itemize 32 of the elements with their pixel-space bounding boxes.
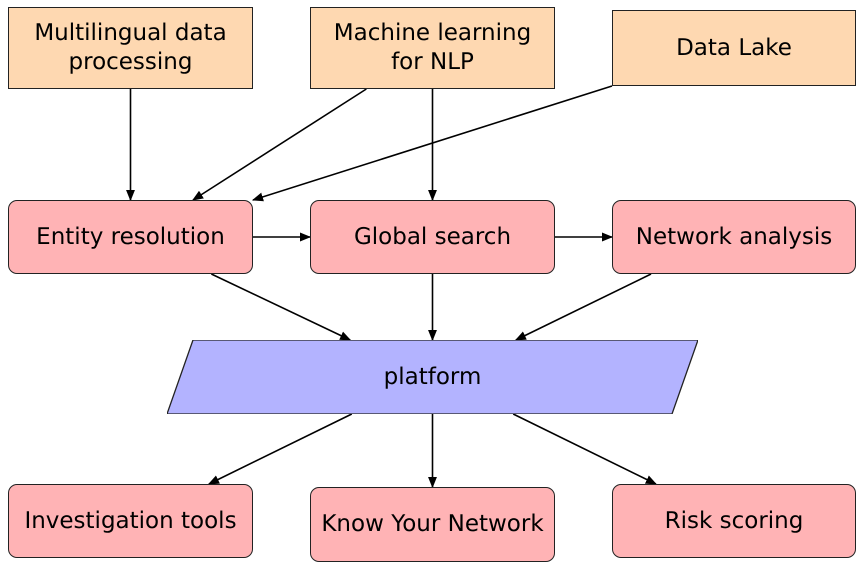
output-box <box>310 487 555 562</box>
node-label: platform <box>382 362 482 392</box>
arrow <box>192 88 367 201</box>
source-box <box>8 7 253 89</box>
arrow <box>428 414 437 488</box>
arrow <box>512 413 657 485</box>
arrow <box>428 89 437 202</box>
node-label: Network analysis <box>634 222 834 252</box>
arrow <box>252 85 612 202</box>
node-label: Global search <box>352 222 512 252</box>
node-label: Entity resolution <box>35 222 226 252</box>
node-label: Risk scoring <box>664 506 804 536</box>
process-box <box>310 200 555 274</box>
arrow <box>514 273 652 341</box>
node-label: Data Lake <box>675 34 793 62</box>
arrow <box>428 274 437 342</box>
source-box <box>612 10 856 86</box>
process-box <box>612 200 856 274</box>
arrow <box>126 89 135 202</box>
source-box <box>310 7 555 89</box>
node-label: Machine learning for NLP <box>332 19 532 77</box>
node-label: Multilingual data processing <box>33 19 228 77</box>
process-box <box>8 200 253 274</box>
node-label: Know Your Network <box>320 510 545 539</box>
arrow <box>211 273 352 341</box>
platform-parallelogram <box>167 340 698 414</box>
node-label: Investigation tools <box>23 506 238 536</box>
arrow <box>555 232 614 242</box>
arrow <box>253 232 312 242</box>
arrow <box>208 413 352 485</box>
output-box <box>8 484 253 558</box>
output-box <box>612 484 856 558</box>
